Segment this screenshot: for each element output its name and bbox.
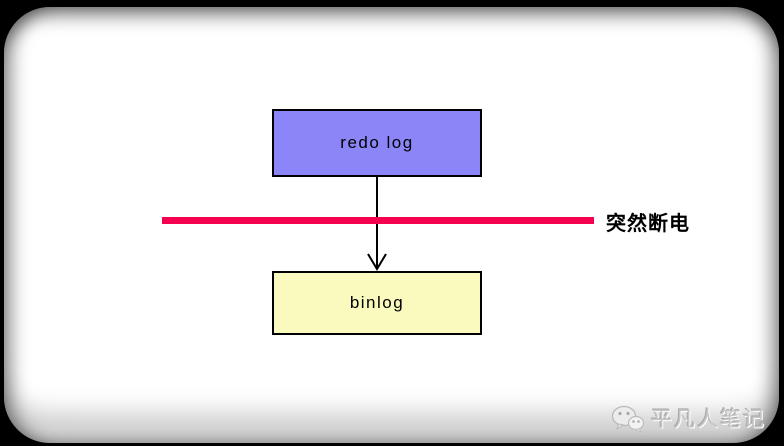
power-cut-line xyxy=(162,217,594,224)
node-redo-log-label: redo log xyxy=(340,133,414,152)
wechat-icon xyxy=(611,405,644,433)
watermark-label: 平凡人笔记 xyxy=(651,408,766,431)
power-cut-label: 突然断电 xyxy=(606,213,690,235)
arrow-down-icon xyxy=(367,177,387,271)
node-binlog: binlog xyxy=(272,271,482,335)
diagram-canvas: redo log 突然断电 binlog 平凡人笔记 xyxy=(4,7,779,443)
watermark: 平凡人笔记 xyxy=(610,403,766,433)
node-redo-log: redo log xyxy=(272,109,482,177)
node-binlog-label: binlog xyxy=(349,293,405,312)
